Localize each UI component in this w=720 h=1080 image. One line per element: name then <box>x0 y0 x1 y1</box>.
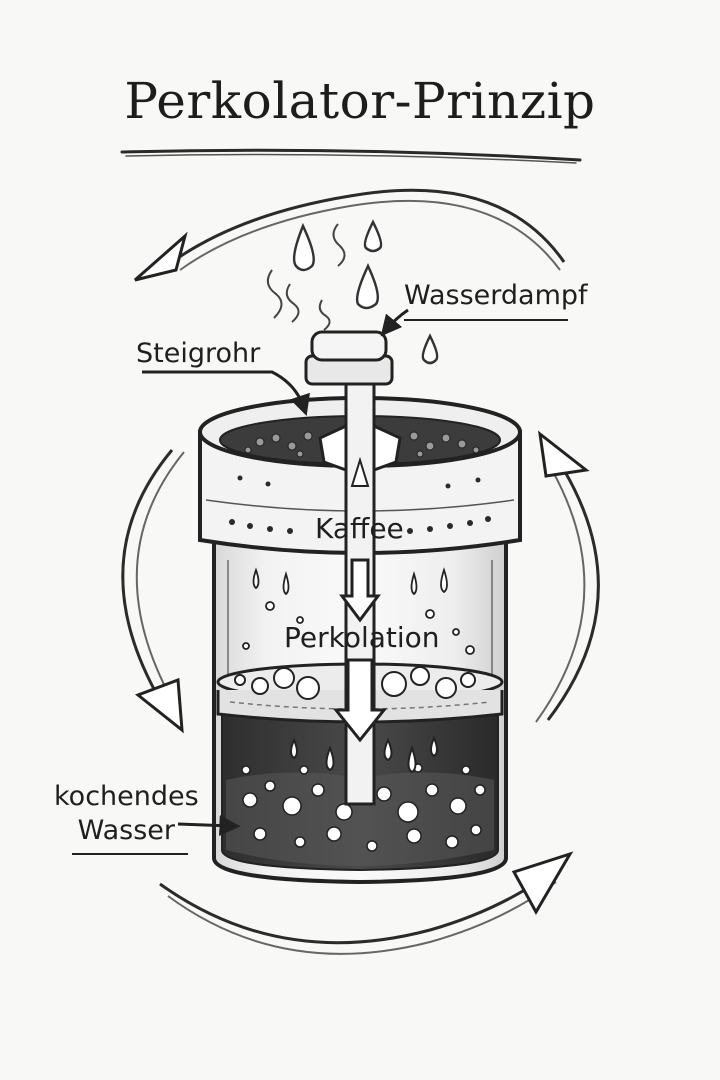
label-kochendes-wasser: kochendes Wasser <box>54 780 199 848</box>
label-kaffee: Kaffee <box>315 512 404 545</box>
label-wasser: Wasser <box>54 814 199 848</box>
label-perkolation: Perkolation <box>284 621 440 654</box>
tube-cap <box>306 332 392 384</box>
title-underline <box>122 150 580 163</box>
label-wasserdampf: Wasserdampf <box>404 280 588 311</box>
circulation-arrow-right <box>536 434 598 722</box>
label-kochendes: kochendes <box>54 780 199 814</box>
circulation-arrow-top <box>135 190 564 280</box>
pointer-wasserdampf <box>386 310 568 330</box>
circulation-arrow-left <box>123 450 184 730</box>
label-steigrohr: Steigrohr <box>136 338 260 369</box>
diagram-title: Perkolator-Prinzip <box>0 72 720 130</box>
